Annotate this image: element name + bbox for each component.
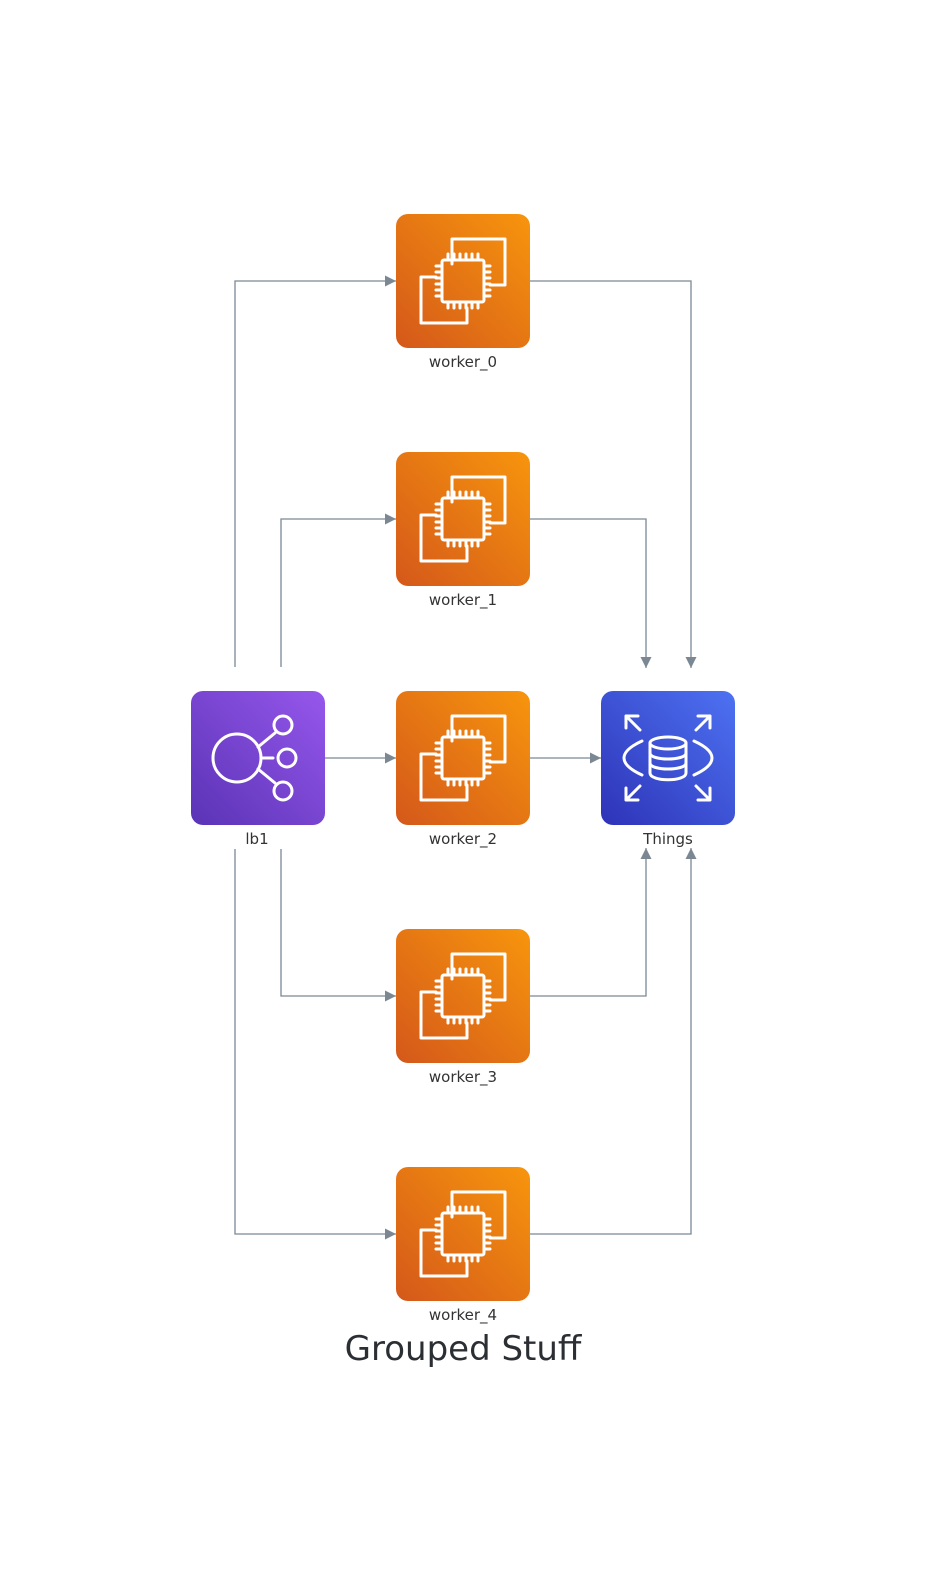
edge-lb1-worker-1 [280,513,396,667]
ec2-instance-tile [396,929,530,1063]
node-label-things: Things [642,830,693,848]
edge-lb1-worker-3 [280,849,396,1002]
node-worker-0[interactable]: worker_0 [396,214,530,372]
node-label-worker-4: worker_4 [429,1306,497,1325]
edge-worker-3-things [530,848,652,997]
node-worker-2[interactable]: worker_2 [396,691,530,849]
load-balancer-tile [191,691,325,825]
node-worker-4[interactable]: worker_4 [396,1167,530,1325]
diagram-title: Grouped Stuff [345,1329,583,1369]
edge-lb1-worker-4 [234,849,396,1240]
ec2-instance-tile [396,691,530,825]
node-worker-1[interactable]: worker_1 [396,452,530,610]
node-label-lb1: lb1 [245,830,268,848]
edge-lb1-worker-0 [234,275,396,667]
node-label-worker-3: worker_3 [429,1068,497,1087]
node-label-worker-1: worker_1 [429,591,497,610]
node-worker-3[interactable]: worker_3 [396,929,530,1087]
edge-group [234,275,697,1240]
node-label-worker-2: worker_2 [429,830,497,849]
node-lb1[interactable]: lb1 [191,691,325,848]
node-things[interactable]: Things [601,691,735,848]
ec2-instance-tile [396,1167,530,1301]
edge-worker-0-things [530,280,697,668]
edge-worker-4-things [530,848,697,1235]
ec2-instance-tile [396,452,530,586]
node-label-worker-0: worker_0 [429,353,497,372]
edge-worker-1-things [530,518,652,668]
ec2-instance-tile [396,214,530,348]
